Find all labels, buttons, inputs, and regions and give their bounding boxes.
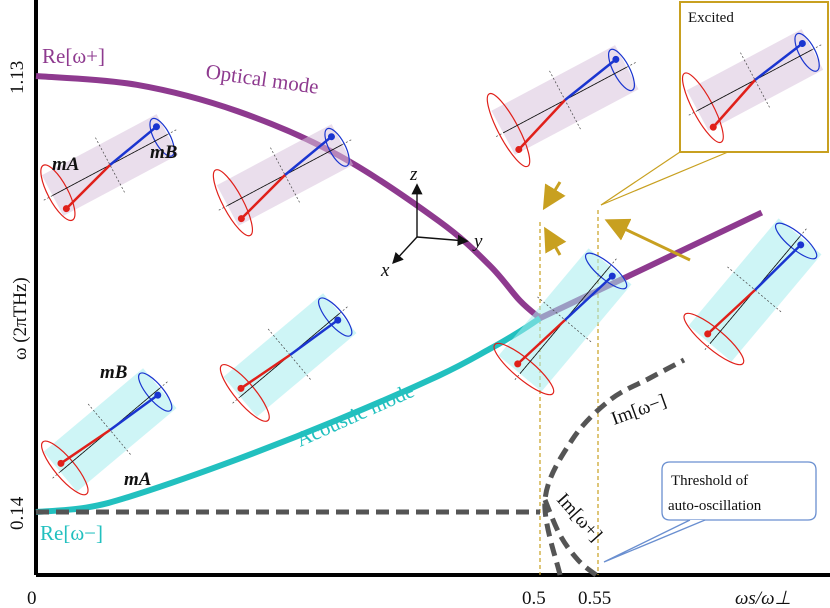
moment-label: mA	[124, 469, 151, 490]
excited-spin-diagram	[681, 29, 824, 144]
pointer-arrows	[542, 181, 691, 262]
tick-layer: 0 0.5 0.55 0.14 1.13	[7, 61, 611, 608]
series-0-line	[35, 73, 542, 321]
series-1-line	[35, 315, 542, 515]
xyz-axes-icon: z y x	[380, 164, 483, 281]
series-4-line	[542, 499, 598, 577]
svg-text:x: x	[380, 260, 390, 281]
x-tick-label: 0.5	[522, 588, 546, 608]
spin-diagram	[212, 124, 354, 237]
spin-diagram	[40, 114, 179, 222]
x-tick-label: 0.55	[578, 588, 611, 608]
x-tick-label: 0	[27, 588, 37, 608]
y-tick-label: 1.13	[7, 61, 28, 94]
moment-label: mB	[150, 142, 177, 163]
spin-illustrations: mA mB mB mA	[40, 45, 822, 496]
spin-diagram	[41, 368, 177, 496]
series-3-line	[542, 357, 686, 576]
spin-diagram	[681, 29, 824, 144]
spin-diagram	[219, 293, 357, 422]
optical-mode-label: Optical mode	[204, 59, 320, 99]
excited-callout: Excited	[600, 1, 829, 206]
y-tick-label: 0.14	[7, 496, 28, 530]
moment-label: mA	[52, 154, 79, 175]
spin-diagram	[683, 218, 822, 366]
y-axis-label: ω (2πTHz)	[10, 277, 31, 360]
moment-label: mB	[100, 362, 127, 383]
re-plus-label: Re[ω+]	[42, 44, 105, 68]
svg-text:Excited: Excited	[688, 10, 734, 26]
acoustic-mode-label: Acoustic mode	[292, 378, 417, 451]
series-layer	[35, 73, 764, 577]
spin-diagram	[486, 45, 639, 168]
svg-text:Threshold of: Threshold of	[671, 473, 748, 489]
re-minus-label: Re[ω−]	[40, 521, 103, 545]
x-axis-label: ωs/ω⊥	[735, 588, 791, 608]
svg-text:y: y	[472, 231, 483, 252]
svg-text:auto-oscillation: auto-oscillation	[668, 498, 762, 514]
threshold-callout: Threshold of auto-oscillation	[603, 461, 817, 563]
spin-diagram	[493, 248, 632, 396]
svg-text:z: z	[409, 164, 418, 185]
